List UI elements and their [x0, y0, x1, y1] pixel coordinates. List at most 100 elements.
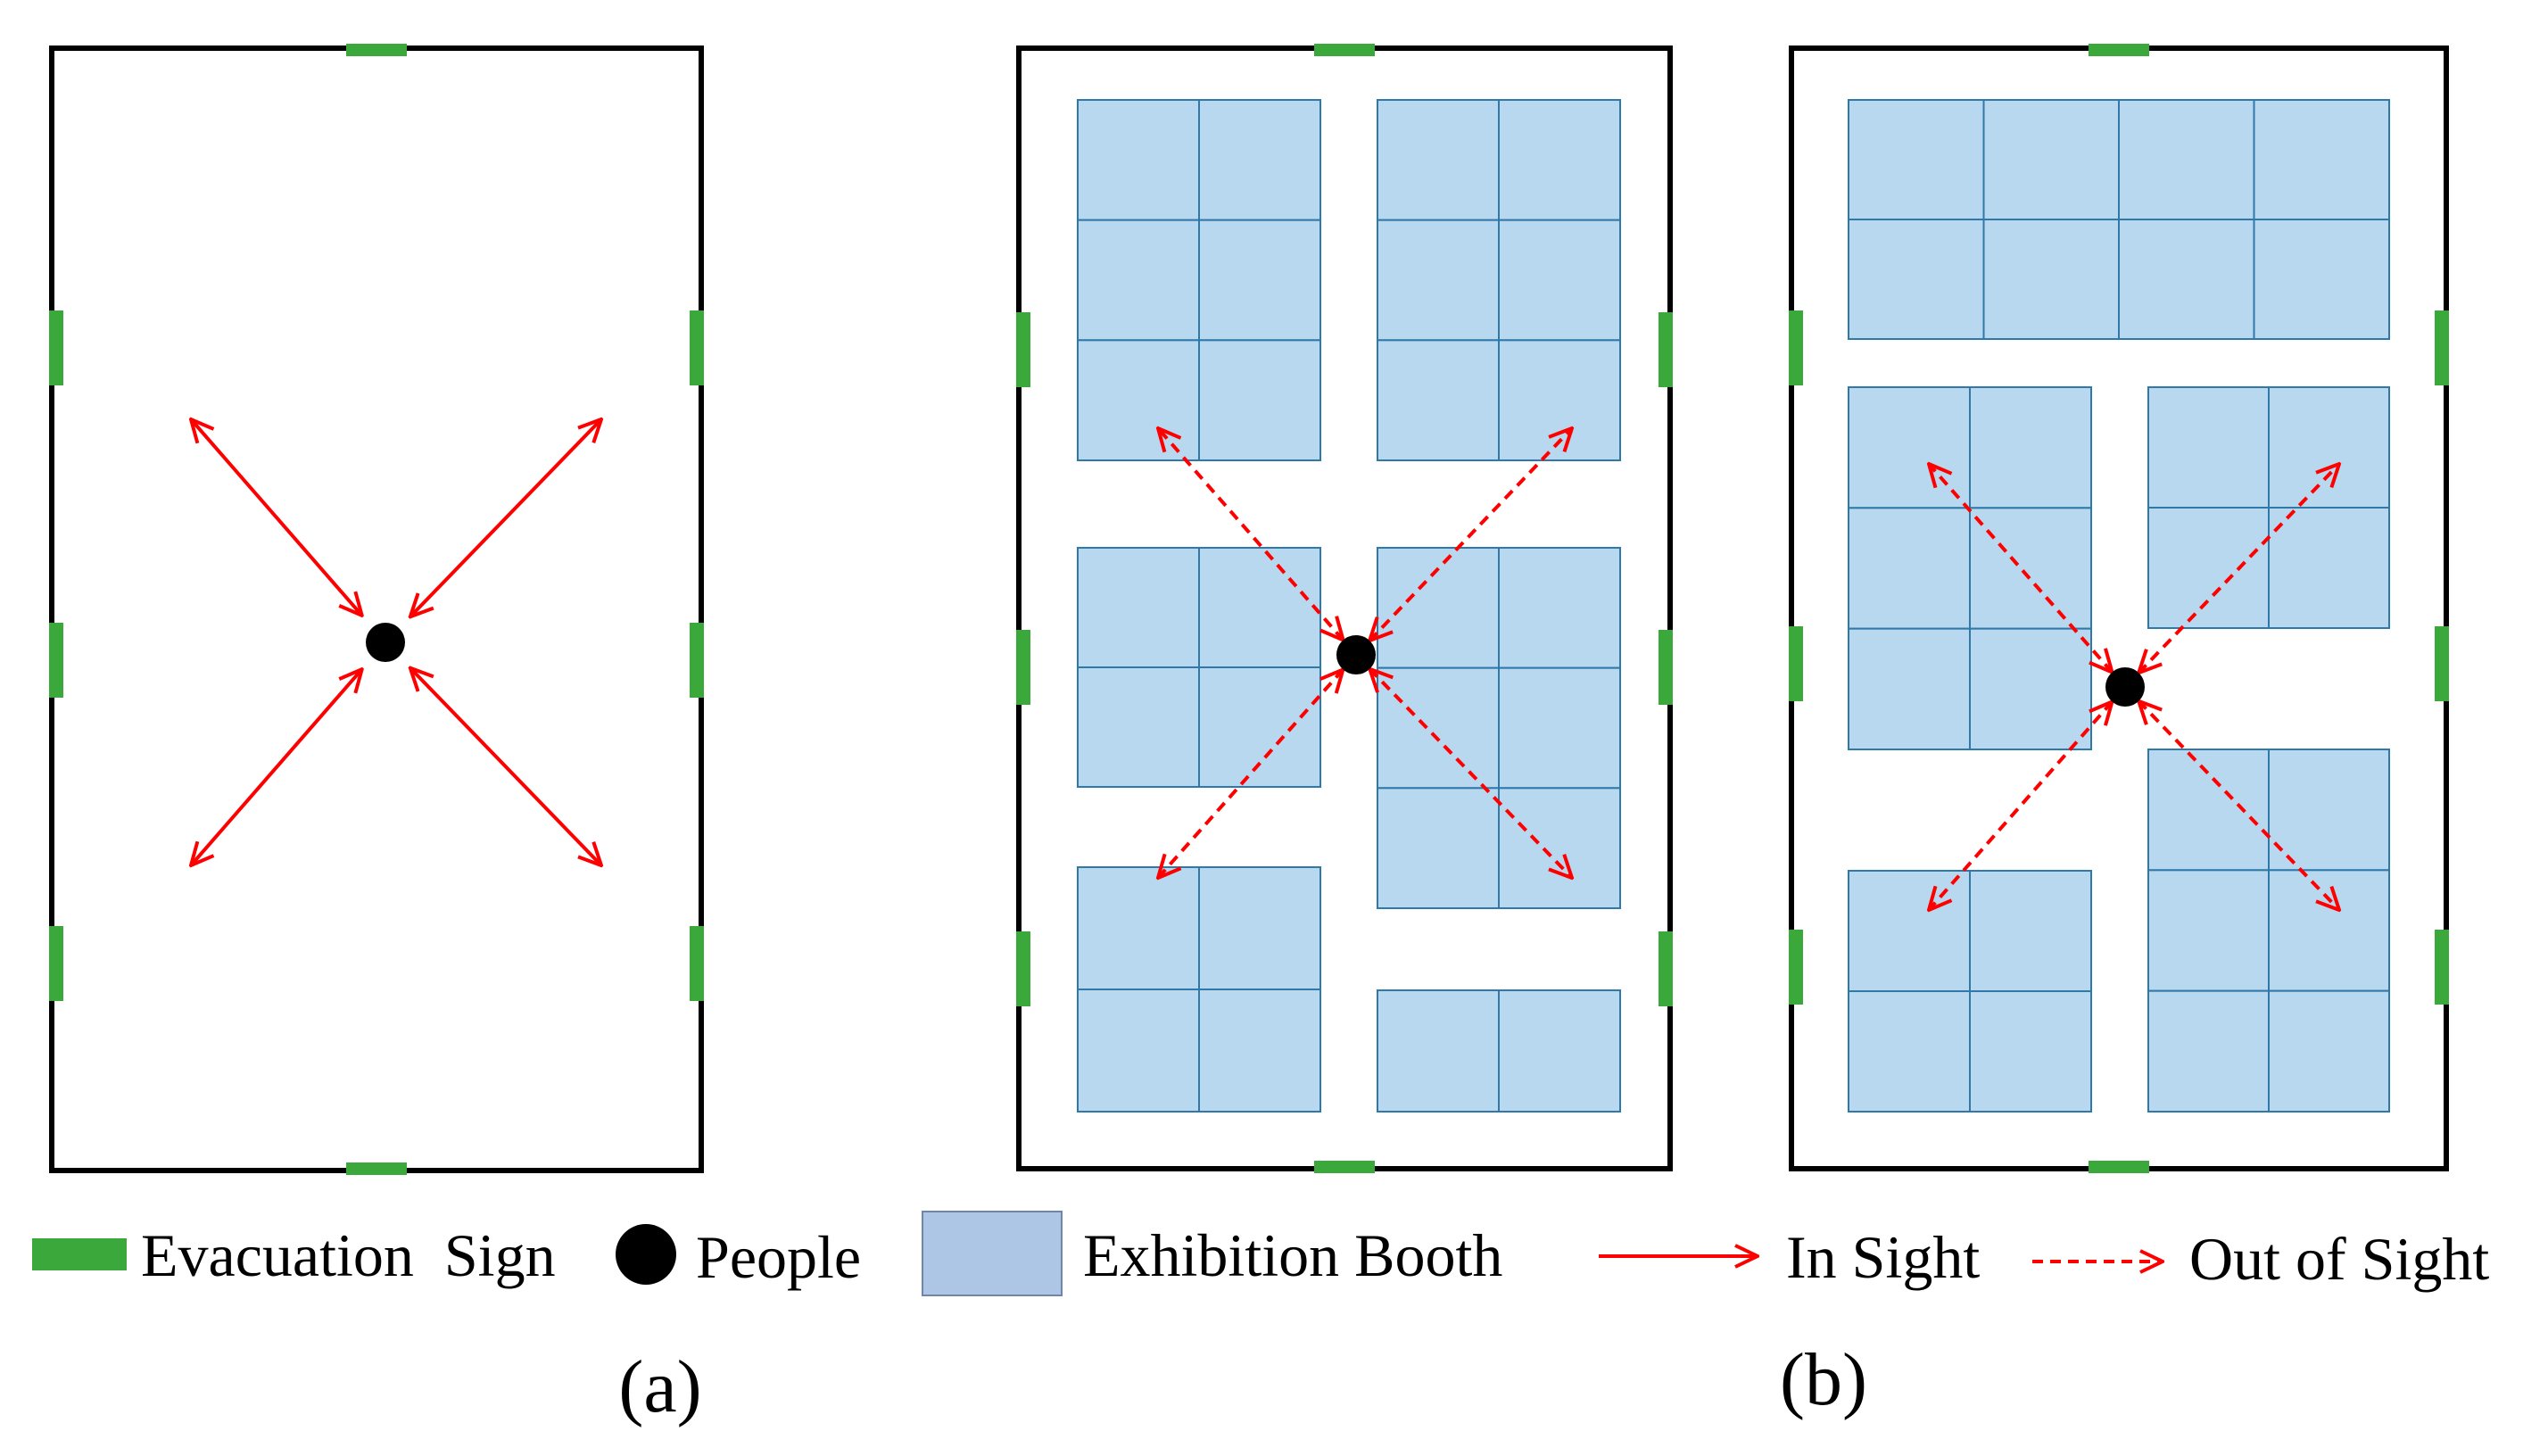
booth-cell: [1969, 627, 2092, 751]
subfigure-label-b: (b): [1780, 1338, 1867, 1421]
in-sight-arrow: [191, 419, 362, 616]
out-of-sight-arrow: [2138, 701, 2339, 910]
evacuation-sign-left: [1789, 310, 1803, 385]
exhibition-booths: [1077, 99, 1621, 1113]
exhibition-booths: [1848, 99, 2390, 1113]
subfigure-label-a: (a): [618, 1345, 701, 1428]
booth-cell: [1498, 99, 1621, 221]
evacuation-sign-right: [690, 623, 704, 698]
booth-cell: [1077, 339, 1200, 462]
panel-booth-layout-1: [1016, 44, 1673, 1173]
booth-cell: [1077, 866, 1200, 990]
booth-cell: [2253, 219, 2390, 340]
booth-cell: [1377, 99, 1500, 221]
booth-cell: [1498, 787, 1621, 909]
evacuation-sign-bottom: [1314, 1161, 1375, 1173]
evacuation-sign-bottom: [2089, 1161, 2149, 1173]
booth-cell: [1198, 339, 1321, 462]
booth-cell: [1969, 990, 2092, 1113]
booth-cell: [1377, 787, 1500, 909]
evacuation-sign-left: [1016, 630, 1030, 705]
evacuation-sign-top: [1314, 44, 1375, 56]
evacuation-sign-right: [1659, 931, 1673, 1006]
booth-cell: [2147, 507, 2270, 629]
evacuation-sign-left: [1789, 930, 1803, 1005]
booth-cell: [2268, 989, 2390, 1113]
booth-cell: [1848, 99, 1985, 220]
sight-arrows: [191, 419, 601, 865]
booth-cell: [1848, 627, 1971, 751]
evacuation-sign-right: [1659, 630, 1673, 705]
evacuation-sign-bottom: [346, 1162, 407, 1175]
booth-cell: [1848, 219, 1985, 340]
out-of-sight-arrow: [1369, 669, 1572, 878]
booth-cell: [1198, 989, 1321, 1113]
black-dot-icon: [616, 1224, 676, 1285]
booth-cell: [2147, 989, 2270, 1113]
out-of-sight-arrow: [1929, 464, 2112, 672]
legend-exhibition-booth-label: Exhibition Booth: [1083, 1221, 1502, 1289]
booth-cell: [1198, 666, 1321, 788]
booth-cell: [1848, 870, 1971, 992]
booth-cell: [1377, 666, 1500, 790]
evacuation-sign-left: [1016, 312, 1030, 387]
out-of-sight-arrow: [2138, 464, 2339, 673]
booth-cell: [1077, 666, 1200, 788]
booth-cell: [2253, 99, 2390, 220]
out-of-sight-arrow: [1929, 702, 2112, 910]
panel-empty-hall: [49, 44, 704, 1175]
sight-arrows: [1929, 464, 2339, 910]
person-dot: [1336, 635, 1376, 674]
booth-cell: [2268, 386, 2390, 509]
booth-cell: [1982, 99, 2120, 220]
booth-cell: [1377, 339, 1500, 462]
evacuation-sign-top: [346, 44, 407, 56]
booth-cell: [1498, 219, 1621, 342]
in-sight-arrow: [410, 668, 601, 865]
evacuation-signs: [1016, 44, 1673, 1173]
booth-cell: [2268, 507, 2390, 629]
booth-cell: [1969, 386, 2092, 509]
blue-square-icon: [922, 1211, 1063, 1296]
booth-cell: [2147, 749, 2270, 872]
evacuation-signs: [49, 44, 704, 1175]
evacuation-sign-left: [49, 623, 63, 698]
evacuation-sign-left: [49, 310, 63, 385]
booth-cell: [2147, 869, 2270, 992]
legend-evacuation-sign-label: Evacuation Sign: [141, 1221, 556, 1289]
out-of-sight-arrow: [1158, 428, 1344, 640]
booth-cell: [1377, 547, 1500, 669]
legend-people-label: People: [696, 1223, 861, 1291]
panel-booth-layout-2: [1789, 44, 2449, 1173]
booth-cell: [2268, 869, 2390, 992]
booth-cell: [1969, 870, 2092, 992]
booth-cell: [1198, 866, 1321, 990]
booth-cell: [1198, 219, 1321, 342]
booth-cell: [1848, 990, 1971, 1113]
out-of-sight-arrow: [1369, 428, 1572, 641]
booth-cell: [1198, 547, 1321, 668]
evacuation-sign-left: [1016, 931, 1030, 1006]
booth-cell: [1848, 507, 1971, 630]
booth-cell: [2118, 219, 2255, 340]
booth-cell: [1498, 666, 1621, 790]
booth-cell: [1982, 219, 2120, 340]
booth-cell: [1198, 99, 1321, 221]
booth-cell: [1498, 989, 1621, 1113]
booth-cell: [1498, 547, 1621, 669]
green-bar-icon: [32, 1238, 127, 1270]
booth-cell: [1077, 99, 1200, 221]
evacuation-sign-right: [690, 926, 704, 1001]
evacuation-sign-left: [1789, 626, 1803, 701]
person-dot: [366, 623, 405, 662]
person-dot: [2105, 667, 2145, 707]
evacuation-signs: [1789, 44, 2449, 1173]
sight-arrows: [1158, 428, 1572, 878]
booth-cell: [1848, 386, 1971, 509]
legend-out-of-sight-label: Out of Sight: [2189, 1225, 2489, 1293]
hall-frame: [49, 46, 704, 1173]
legend-in-sight-label: In Sight: [1786, 1223, 1980, 1291]
evacuation-sign-right: [2435, 626, 2449, 701]
booth-cell: [2268, 749, 2390, 872]
